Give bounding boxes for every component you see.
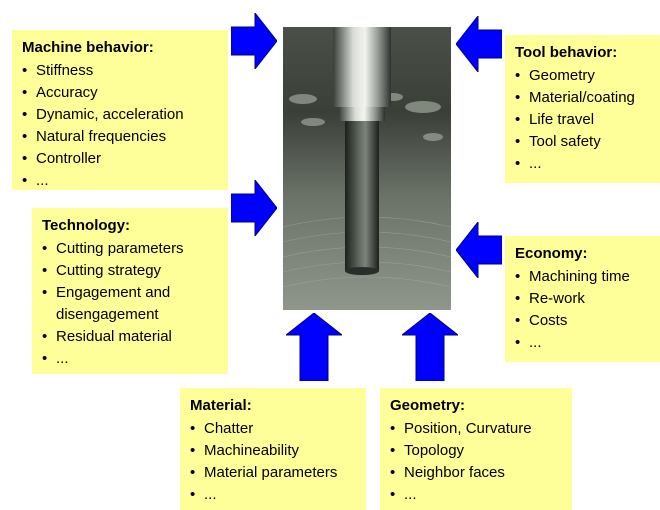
- list-item: ...: [42, 348, 218, 370]
- list-item: Chatter: [190, 418, 356, 440]
- list-item: Re-work: [515, 288, 650, 310]
- bullet-list: Machining timeRe-workCosts...: [515, 266, 650, 354]
- list-item: Accuracy: [22, 82, 218, 104]
- list-item: ...: [515, 153, 650, 175]
- bullet-list: Position, CurvatureTopologyNeighbor face…: [390, 418, 562, 506]
- machine-behavior-title: Machine behavior:: [22, 39, 154, 56]
- economy-box: Economy: Machining timeRe-workCosts...: [505, 236, 660, 362]
- list-item: Topology: [390, 440, 562, 462]
- list-item: Material/coating: [515, 87, 650, 109]
- list-item: Tool safety: [515, 131, 650, 153]
- list-item: Position, Curvature: [390, 418, 562, 440]
- arrow-from-material: [286, 313, 342, 381]
- list-item: Geometry: [515, 65, 650, 87]
- list-item: Stiffness: [22, 60, 218, 82]
- list-item: Engagement and disengagement: [42, 282, 218, 326]
- list-item: Costs: [515, 310, 650, 332]
- bullet-list: StiffnessAccuracyDynamic, accelerationNa…: [22, 60, 218, 192]
- list-item: Life travel: [515, 109, 650, 131]
- list-item: ...: [190, 484, 356, 506]
- material-box: Material: ChatterMachineabilityMaterial …: [180, 388, 366, 510]
- list-item: Dynamic, acceleration: [22, 104, 218, 126]
- list-item: ...: [515, 332, 650, 354]
- arrow-from-machine: [231, 13, 277, 69]
- list-item: ...: [390, 484, 562, 506]
- geometry-box: Geometry: Position, CurvatureTopologyNei…: [380, 388, 572, 510]
- bullet-list: ChatterMachineabilityMaterial parameters…: [190, 418, 356, 506]
- list-item: Residual material: [42, 326, 218, 348]
- arrow-from-geometry: [402, 313, 458, 381]
- technology-title: Technology:: [42, 217, 131, 234]
- list-item: Natural frequencies: [22, 126, 218, 148]
- technology-box: Technology: Cutting parametersCutting st…: [32, 208, 228, 374]
- list-item: ...: [22, 170, 218, 192]
- list-item: Machining time: [515, 266, 650, 288]
- milling-tool-photo: [283, 27, 451, 310]
- arrow-from-economy: [456, 222, 502, 278]
- list-item: Material parameters: [190, 462, 356, 484]
- bullet-list: GeometryMaterial/coatingLife travelTool …: [515, 65, 650, 175]
- tool-behavior-title: Tool behavior:: [515, 44, 618, 61]
- economy-title: Economy:: [515, 245, 588, 262]
- list-item: Cutting parameters: [42, 238, 218, 260]
- list-item: Controller: [22, 148, 218, 170]
- tool-behavior-box: Tool behavior: GeometryMaterial/coatingL…: [505, 35, 660, 183]
- list-item: Neighbor faces: [390, 462, 562, 484]
- bullet-list: Cutting parametersCutting strategyEngage…: [42, 238, 218, 370]
- geometry-title: Geometry:: [390, 397, 466, 414]
- list-item: Cutting strategy: [42, 260, 218, 282]
- machine-behavior-box: Machine behavior: StiffnessAccuracyDynam…: [12, 30, 228, 192]
- list-item: Machineability: [190, 440, 356, 462]
- material-title: Material:: [190, 397, 252, 414]
- arrow-from-technology: [231, 180, 277, 236]
- arrow-from-tool: [456, 16, 502, 72]
